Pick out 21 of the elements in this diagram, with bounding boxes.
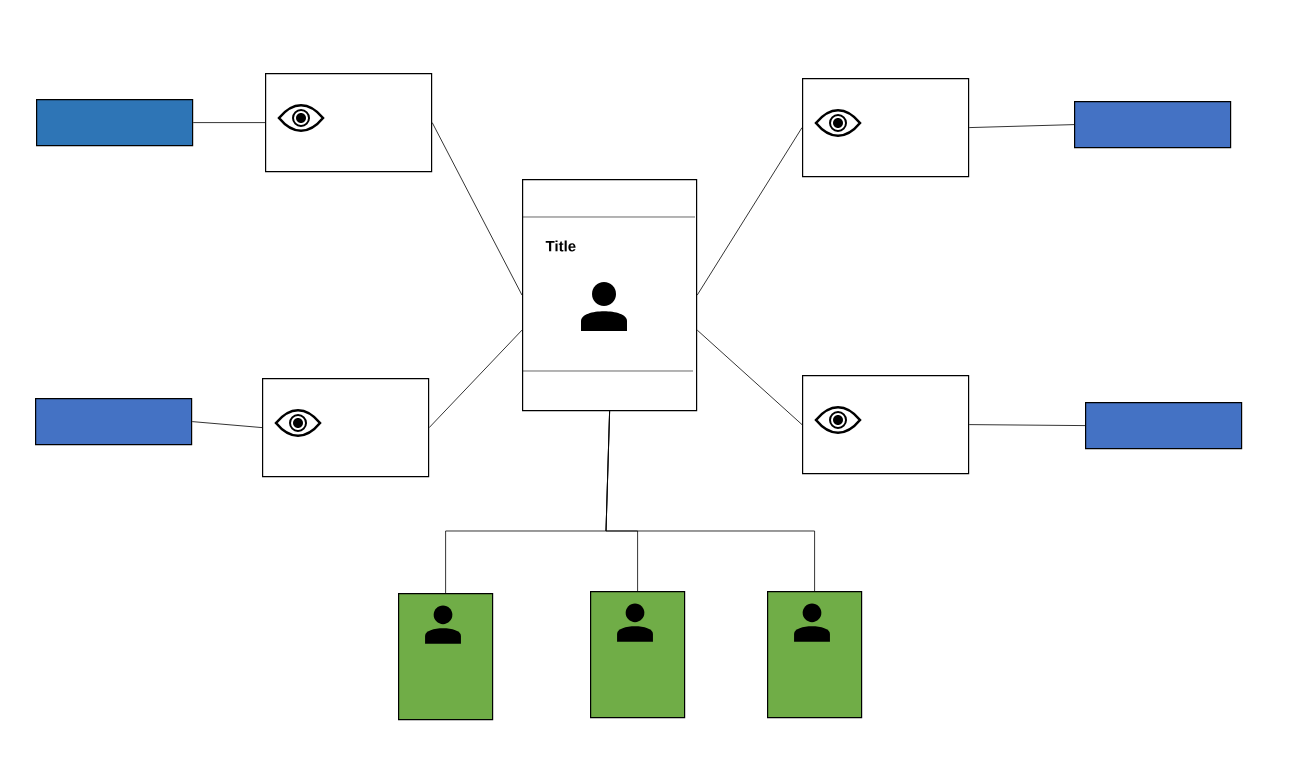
- connector-line: [192, 122, 266, 123]
- connector-line: [696, 127, 803, 296]
- connector-line: [191, 421, 263, 428]
- eye-box: [265, 73, 433, 173]
- eye-box: [802, 78, 970, 178]
- connector-line: [696, 329, 803, 425]
- connector-line: [968, 124, 1075, 128]
- title-text: Title: [545, 240, 576, 252]
- connector-line: [428, 329, 523, 428]
- eye-box: [262, 378, 430, 478]
- person-card: [767, 591, 863, 719]
- connector-line: [431, 122, 523, 296]
- bar-box: [35, 398, 193, 446]
- bar-box: [1085, 402, 1243, 450]
- person-card: [590, 591, 686, 719]
- bar-box: [1074, 101, 1232, 149]
- bar-box: [36, 99, 194, 147]
- connector-line: [605, 410, 815, 592]
- connector-line: [968, 424, 1086, 426]
- eye-box: [802, 375, 970, 475]
- person-card: [398, 593, 494, 721]
